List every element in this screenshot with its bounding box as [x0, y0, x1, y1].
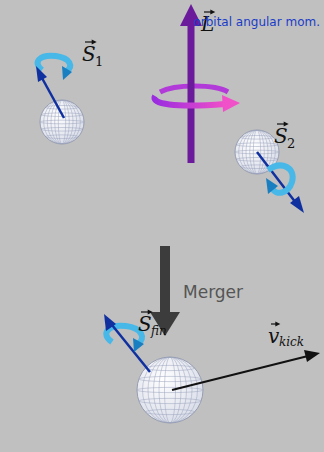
subscript: kick: [279, 336, 304, 348]
spin-ring-head-1: [62, 66, 72, 80]
spin-head-2: [290, 196, 304, 213]
orbit-arrow-front: [154, 96, 225, 106]
spin-head-1: [36, 66, 47, 82]
subscript: fin: [151, 325, 167, 337]
spin-head-final: [104, 314, 116, 331]
vector-symbol: S: [138, 314, 152, 334]
spin-ring-head-2: [266, 178, 278, 194]
orbit-arrow-head: [222, 95, 240, 112]
axis-caption: orbital angular mom.: [193, 16, 320, 28]
orbital-momentum-shaft: [188, 24, 195, 163]
vector-symbol: S: [82, 44, 96, 64]
vector-symbol: v: [268, 326, 279, 346]
spin-axis-2: [257, 152, 296, 203]
vector-arrow: [277, 123, 286, 124]
vector-arrow: [204, 11, 212, 12]
vector-arrow: [85, 41, 94, 42]
merger-arrow-head: [150, 312, 180, 336]
spin-axis-1: [42, 78, 64, 118]
process-label: Merger: [183, 284, 243, 301]
spin-ring-head-final: [133, 338, 144, 352]
vector-arrow: [141, 311, 150, 312]
vector-arrow: [271, 323, 277, 324]
kick-arrow-shaft: [172, 356, 308, 390]
merger-arrow-shaft: [160, 246, 170, 314]
black-hole-1: [40, 100, 84, 144]
subscript: 1: [95, 55, 103, 68]
vector-symbol: S: [274, 126, 288, 146]
subscript: 2: [287, 137, 295, 150]
kick-arrow-head: [304, 350, 320, 362]
